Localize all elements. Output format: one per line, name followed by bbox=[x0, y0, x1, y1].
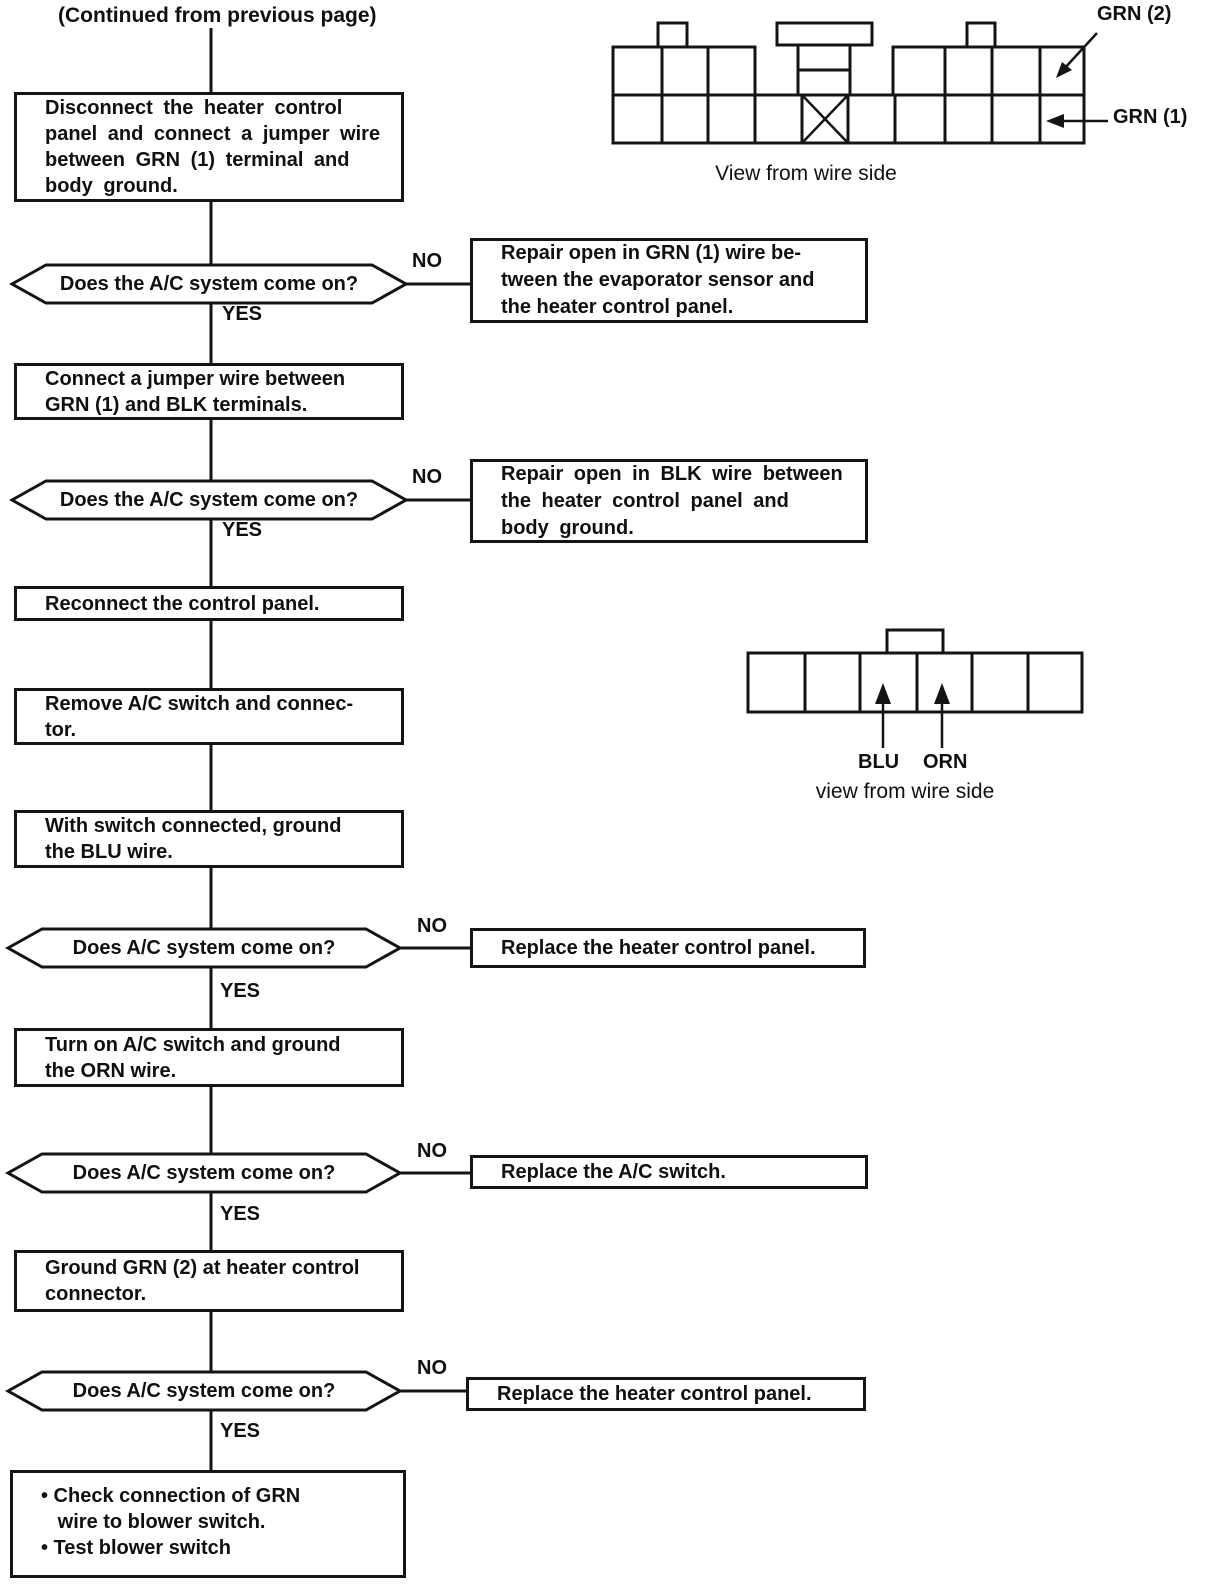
blu-label: BLU bbox=[858, 751, 900, 773]
heater-connector-diagram bbox=[611, 21, 1108, 145]
grn2-label: GRN (2) bbox=[1097, 3, 1172, 25]
hexagon-decision-5 bbox=[4, 1370, 404, 1412]
outcome-repair-blk-wire: Repair open in BLK wire between the heat… bbox=[470, 459, 868, 543]
outcome-replace-ac-switch: Replace the A/C switch. bbox=[470, 1155, 868, 1189]
outcome-replace-heater-panel-1: Replace the heater control panel. bbox=[470, 928, 866, 968]
hexagon-decision-2 bbox=[8, 479, 410, 521]
hexagon-decision-3 bbox=[4, 927, 404, 969]
no-branch-lines bbox=[392, 282, 470, 1393]
no-label-3: NO bbox=[417, 915, 447, 937]
hexagon-decision-1 bbox=[8, 263, 410, 305]
decision-hexagons bbox=[4, 263, 410, 1412]
ac-switch-connector-diagram bbox=[746, 628, 1084, 748]
process-reconnect-panel: Reconnect the control panel. bbox=[14, 586, 404, 621]
decision-2-text: Does the A/C system come on? bbox=[59, 488, 359, 511]
yes-label-3: YES bbox=[220, 980, 261, 1002]
grn2-arrow bbox=[1062, 32, 1098, 71]
process-remove-ac-switch: Remove A/C switch and connec- tor. bbox=[14, 688, 404, 745]
grn1-label: GRN (1) bbox=[1113, 106, 1188, 128]
orn-label: ORN bbox=[923, 751, 968, 773]
yes-label-4: YES bbox=[220, 1203, 261, 1225]
process-connect-jumper: Connect a jumper wire between GRN (1) an… bbox=[14, 363, 404, 420]
process-ground-orn-wire: Turn on A/C switch and ground the ORN wi… bbox=[14, 1028, 404, 1087]
process-disconnect-heater-panel: Disconnect the heater control panel and … bbox=[14, 92, 404, 202]
outcome-replace-heater-panel-2: Replace the heater control panel. bbox=[466, 1377, 866, 1411]
ac-switch-connector-caption: view from wire side bbox=[815, 780, 995, 803]
yes-label-1: YES bbox=[222, 303, 263, 325]
heater-connector-caption: View from wire side bbox=[715, 162, 897, 185]
continued-note: (Continued from previous page) bbox=[58, 4, 377, 27]
decision-1-text: Does the A/C system come on? bbox=[59, 272, 359, 295]
yes-label-2: YES bbox=[222, 519, 263, 541]
outcome-repair-grn1-wire: Repair open in GRN (1) wire be- tween th… bbox=[470, 238, 868, 323]
no-label-1: NO bbox=[412, 250, 442, 272]
process-final-checks: • Check connection of GRN wire to blower… bbox=[10, 1470, 406, 1578]
yes-label-5: YES bbox=[220, 1420, 261, 1442]
no-label-5: NO bbox=[417, 1357, 447, 1379]
decision-4-text: Does A/C system come on? bbox=[72, 1161, 336, 1184]
no-label-2: NO bbox=[412, 466, 442, 488]
process-ground-grn2: Ground GRN (2) at heater control connect… bbox=[14, 1250, 404, 1312]
decision-5-text: Does A/C system come on? bbox=[72, 1379, 336, 1402]
decision-3-text: Does A/C system come on? bbox=[72, 936, 336, 959]
hexagon-decision-4 bbox=[4, 1152, 404, 1194]
process-ground-blu-wire: With switch connected, ground the BLU wi… bbox=[14, 810, 404, 868]
no-label-4: NO bbox=[417, 1140, 447, 1162]
